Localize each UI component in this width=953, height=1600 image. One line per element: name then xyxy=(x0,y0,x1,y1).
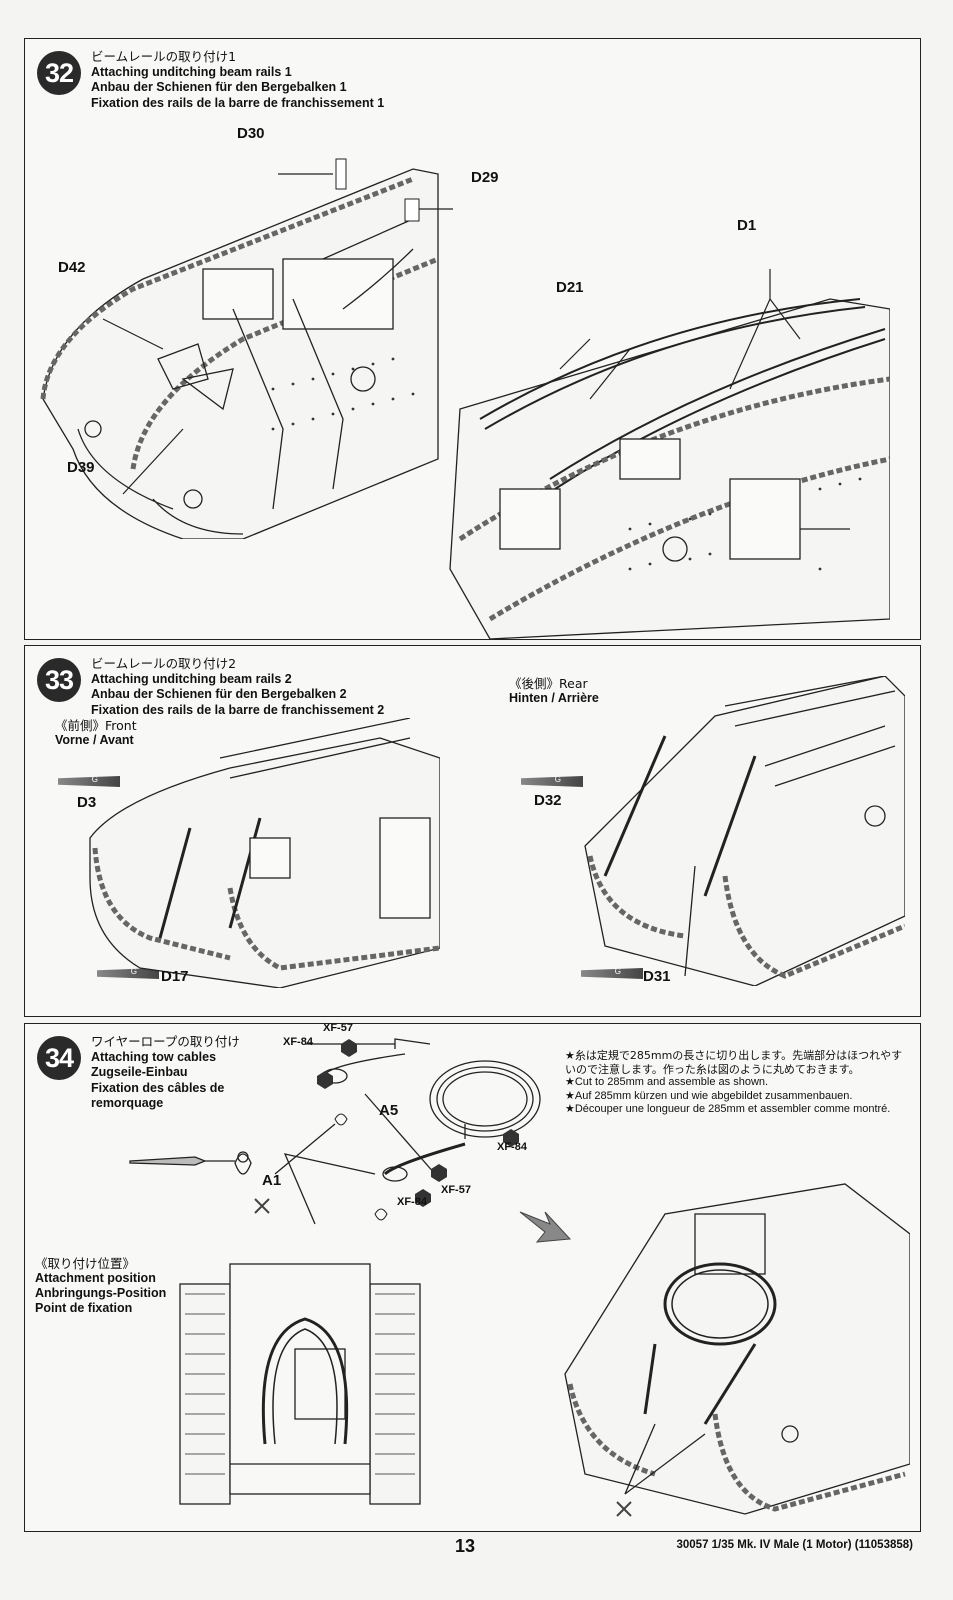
title-jp: ビームレールの取り付け1 xyxy=(91,49,237,64)
title-jp: ワイヤーロープの取り付け xyxy=(91,1034,240,1049)
position-label-jp: 《取り付け位置》 xyxy=(35,1256,136,1271)
tank-front-illustration xyxy=(40,158,453,539)
position-label-de: Anbringungs-Position xyxy=(35,1286,167,1300)
tank-rear-rails-illustration xyxy=(584,676,905,986)
part-label-d39: D39 xyxy=(67,459,95,476)
attachment-position-label: 《取り付け位置》 Attachment position Anbringungs… xyxy=(35,1256,166,1316)
part-label-a5: A5 xyxy=(379,1102,399,1119)
paint-chip-text: G xyxy=(91,775,98,784)
paint-label-xf57: XF-57 xyxy=(441,1184,471,1196)
position-label-en: Attachment position xyxy=(35,1271,156,1285)
sprue-cutter-illustration xyxy=(129,1151,270,1214)
step-34-panel: 34 ワイヤーロープの取り付け Attaching tow cables Zug… xyxy=(24,1022,921,1532)
note-en: ★Cut to 285mm and assemble as shown. xyxy=(565,1076,769,1088)
part-label-d31: D31 xyxy=(643,968,671,985)
part-label-d32: D32 xyxy=(534,792,562,809)
title-de: Anbau der Schienen für den Bergebalken 2 xyxy=(91,687,347,701)
note-de: ★Auf 285mm kürzen und wie abgebildet zus… xyxy=(565,1089,853,1102)
paint-label-xf84: XF-84 xyxy=(397,1196,427,1208)
tank-rails-illustration xyxy=(449,269,890,639)
step-number-badge: 33 xyxy=(37,658,81,702)
front-view-label: 《前側》Front Vorne / Avant xyxy=(55,718,137,748)
paint-chip-g: G xyxy=(581,968,643,979)
part-label-d42: D42 xyxy=(58,259,86,276)
assembly-note: ★糸は定規で285mmの長さに切り出します。先端部分はほつれやすいので注意します… xyxy=(565,1049,905,1117)
title-jp: ビームレールの取り付け2 xyxy=(91,656,237,671)
tank-front-rails-illustration xyxy=(89,718,440,988)
title-en: Attaching tow cables xyxy=(91,1049,217,1064)
note-jp: ★糸は定規で285mmの長さに切り出します。先端部分はほつれやすいので注意します… xyxy=(565,1049,903,1076)
step-33-panel: 33 ビームレールの取り付け2 Attaching unditching bea… xyxy=(24,645,921,1017)
tow-cable-assembly-illustration xyxy=(274,1038,541,1225)
kit-reference: 30057 1/35 Mk. IV Male (1 Motor) (110538… xyxy=(676,1539,913,1551)
title-de: Anbau der Schienen für den Bergebalken 1 xyxy=(91,80,347,94)
paint-chip-g: G xyxy=(521,776,583,787)
paint-label-xf84: XF-84 xyxy=(283,1036,313,1048)
title-fr: Fixation des rails de la barre de franch… xyxy=(91,702,385,717)
step-number-badge: 34 xyxy=(37,1036,81,1080)
step-34-titles: ワイヤーロープの取り付け Attaching tow cables Zugsei… xyxy=(91,1034,240,1112)
front-label-de-fr: Vorne / Avant xyxy=(55,733,134,747)
rear-label-de-fr: Hinten / Arrière xyxy=(509,691,599,705)
part-label-a1: A1 xyxy=(262,1172,282,1189)
title-fr-2: remorquage xyxy=(91,1096,164,1110)
rear-label-jp: 《後側》Rear xyxy=(509,676,588,691)
paint-chip-text: G xyxy=(554,775,561,784)
part-label-d1: D1 xyxy=(737,217,757,234)
tank-rear-cable-illustration xyxy=(564,1183,910,1517)
part-label-d3: D3 xyxy=(77,794,97,811)
position-label-fr: Point de fixation xyxy=(35,1301,133,1315)
paint-chip-g: G xyxy=(97,968,159,979)
note-fr: ★Découper une longueur de 285mm et assem… xyxy=(565,1103,891,1115)
step-33-titles: ビームレールの取り付け2 Attaching unditching beam r… xyxy=(91,656,384,718)
title-fr: Fixation des rails de la barre de franch… xyxy=(91,95,385,110)
part-label-d30: D30 xyxy=(237,125,265,142)
title-en: Attaching unditching beam rails 2 xyxy=(91,671,292,686)
paint-label-xf84: XF-84 xyxy=(497,1141,527,1153)
front-label-jp: 《前側》Front xyxy=(55,718,137,733)
paint-chip-text: G xyxy=(130,967,137,976)
part-label-d29: D29 xyxy=(471,169,499,186)
paint-chip-g: G xyxy=(58,776,120,787)
title-en: Attaching unditching beam rails 1 xyxy=(91,64,292,79)
step-number-badge: 32 xyxy=(37,51,81,95)
title-de: Zugseile-Einbau xyxy=(91,1065,188,1079)
rear-view-label: 《後側》Rear Hinten / Arrière xyxy=(509,676,599,706)
paint-chip-text: G xyxy=(614,967,621,976)
part-label-d17: D17 xyxy=(161,968,189,985)
step-32-titles: ビームレールの取り付け1 Attaching unditching beam r… xyxy=(91,49,384,111)
page-number: 13 xyxy=(455,1536,476,1556)
part-label-d21: D21 xyxy=(556,279,584,296)
title-fr-1: Fixation des câbles de xyxy=(91,1080,225,1095)
paint-label-xf57: XF-57 xyxy=(323,1022,353,1034)
step-32-panel: 32 ビームレールの取り付け1 Attaching unditching bea… xyxy=(24,38,921,640)
tank-top-view-illustration xyxy=(179,1263,421,1505)
direction-arrow-icon xyxy=(519,1211,572,1243)
